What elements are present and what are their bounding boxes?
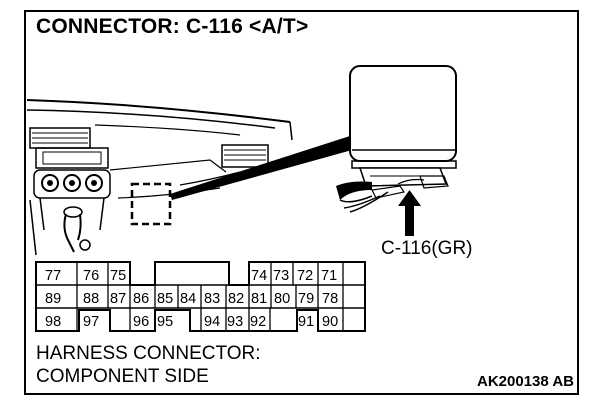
pin-label: 78 xyxy=(322,291,338,307)
pin-label: 89 xyxy=(45,291,61,307)
caption-line-2: COMPONENT SIDE xyxy=(36,366,209,387)
diagram-title: CONNECTOR: C-116 <A/T> xyxy=(36,15,309,38)
pin-label: 88 xyxy=(83,291,99,307)
pin-label: 93 xyxy=(227,314,243,330)
pin-label: 85 xyxy=(157,291,173,307)
pin-label: 71 xyxy=(321,268,337,284)
ecu-module xyxy=(349,65,457,169)
pin-label: 83 xyxy=(204,291,220,307)
pin-label: 96 xyxy=(133,314,149,330)
pin-label: 73 xyxy=(273,268,289,284)
pin-label: 87 xyxy=(110,291,126,307)
pin-label: 76 xyxy=(83,268,99,284)
pin-label: 84 xyxy=(180,291,196,307)
connector-arrow xyxy=(398,190,421,236)
caption-line-1: HARNESS CONNECTOR: xyxy=(36,343,261,364)
harness-connector xyxy=(336,167,449,213)
diagram-frame xyxy=(24,10,579,395)
pin-label: 90 xyxy=(322,314,338,330)
pin-label: 97 xyxy=(83,314,99,330)
pointer-wedge xyxy=(170,136,352,200)
figure-code: AK200138 AB xyxy=(477,373,574,390)
pin-label: 91 xyxy=(298,314,314,330)
pin-label: 94 xyxy=(204,314,220,330)
pin-label: 82 xyxy=(228,291,244,307)
pin-label: 79 xyxy=(298,291,314,307)
pin-label: 98 xyxy=(45,314,61,330)
air-vent-left xyxy=(29,127,91,149)
pin-label: 77 xyxy=(45,268,61,284)
connector-label: C-116(GR) xyxy=(381,238,473,259)
gear-shifter xyxy=(63,206,91,253)
pin-label: 80 xyxy=(274,291,290,307)
center-console xyxy=(29,147,111,256)
ecu-location-marker xyxy=(130,182,172,226)
pin-label: 86 xyxy=(133,291,149,307)
pin-label: 81 xyxy=(251,291,267,307)
pin-label: 92 xyxy=(250,314,266,330)
pin-label: 74 xyxy=(251,268,267,284)
pin-label: 72 xyxy=(297,268,313,284)
pin-label: 75 xyxy=(110,268,126,284)
pin-label: 95 xyxy=(157,314,173,330)
air-vent-right xyxy=(221,144,269,168)
